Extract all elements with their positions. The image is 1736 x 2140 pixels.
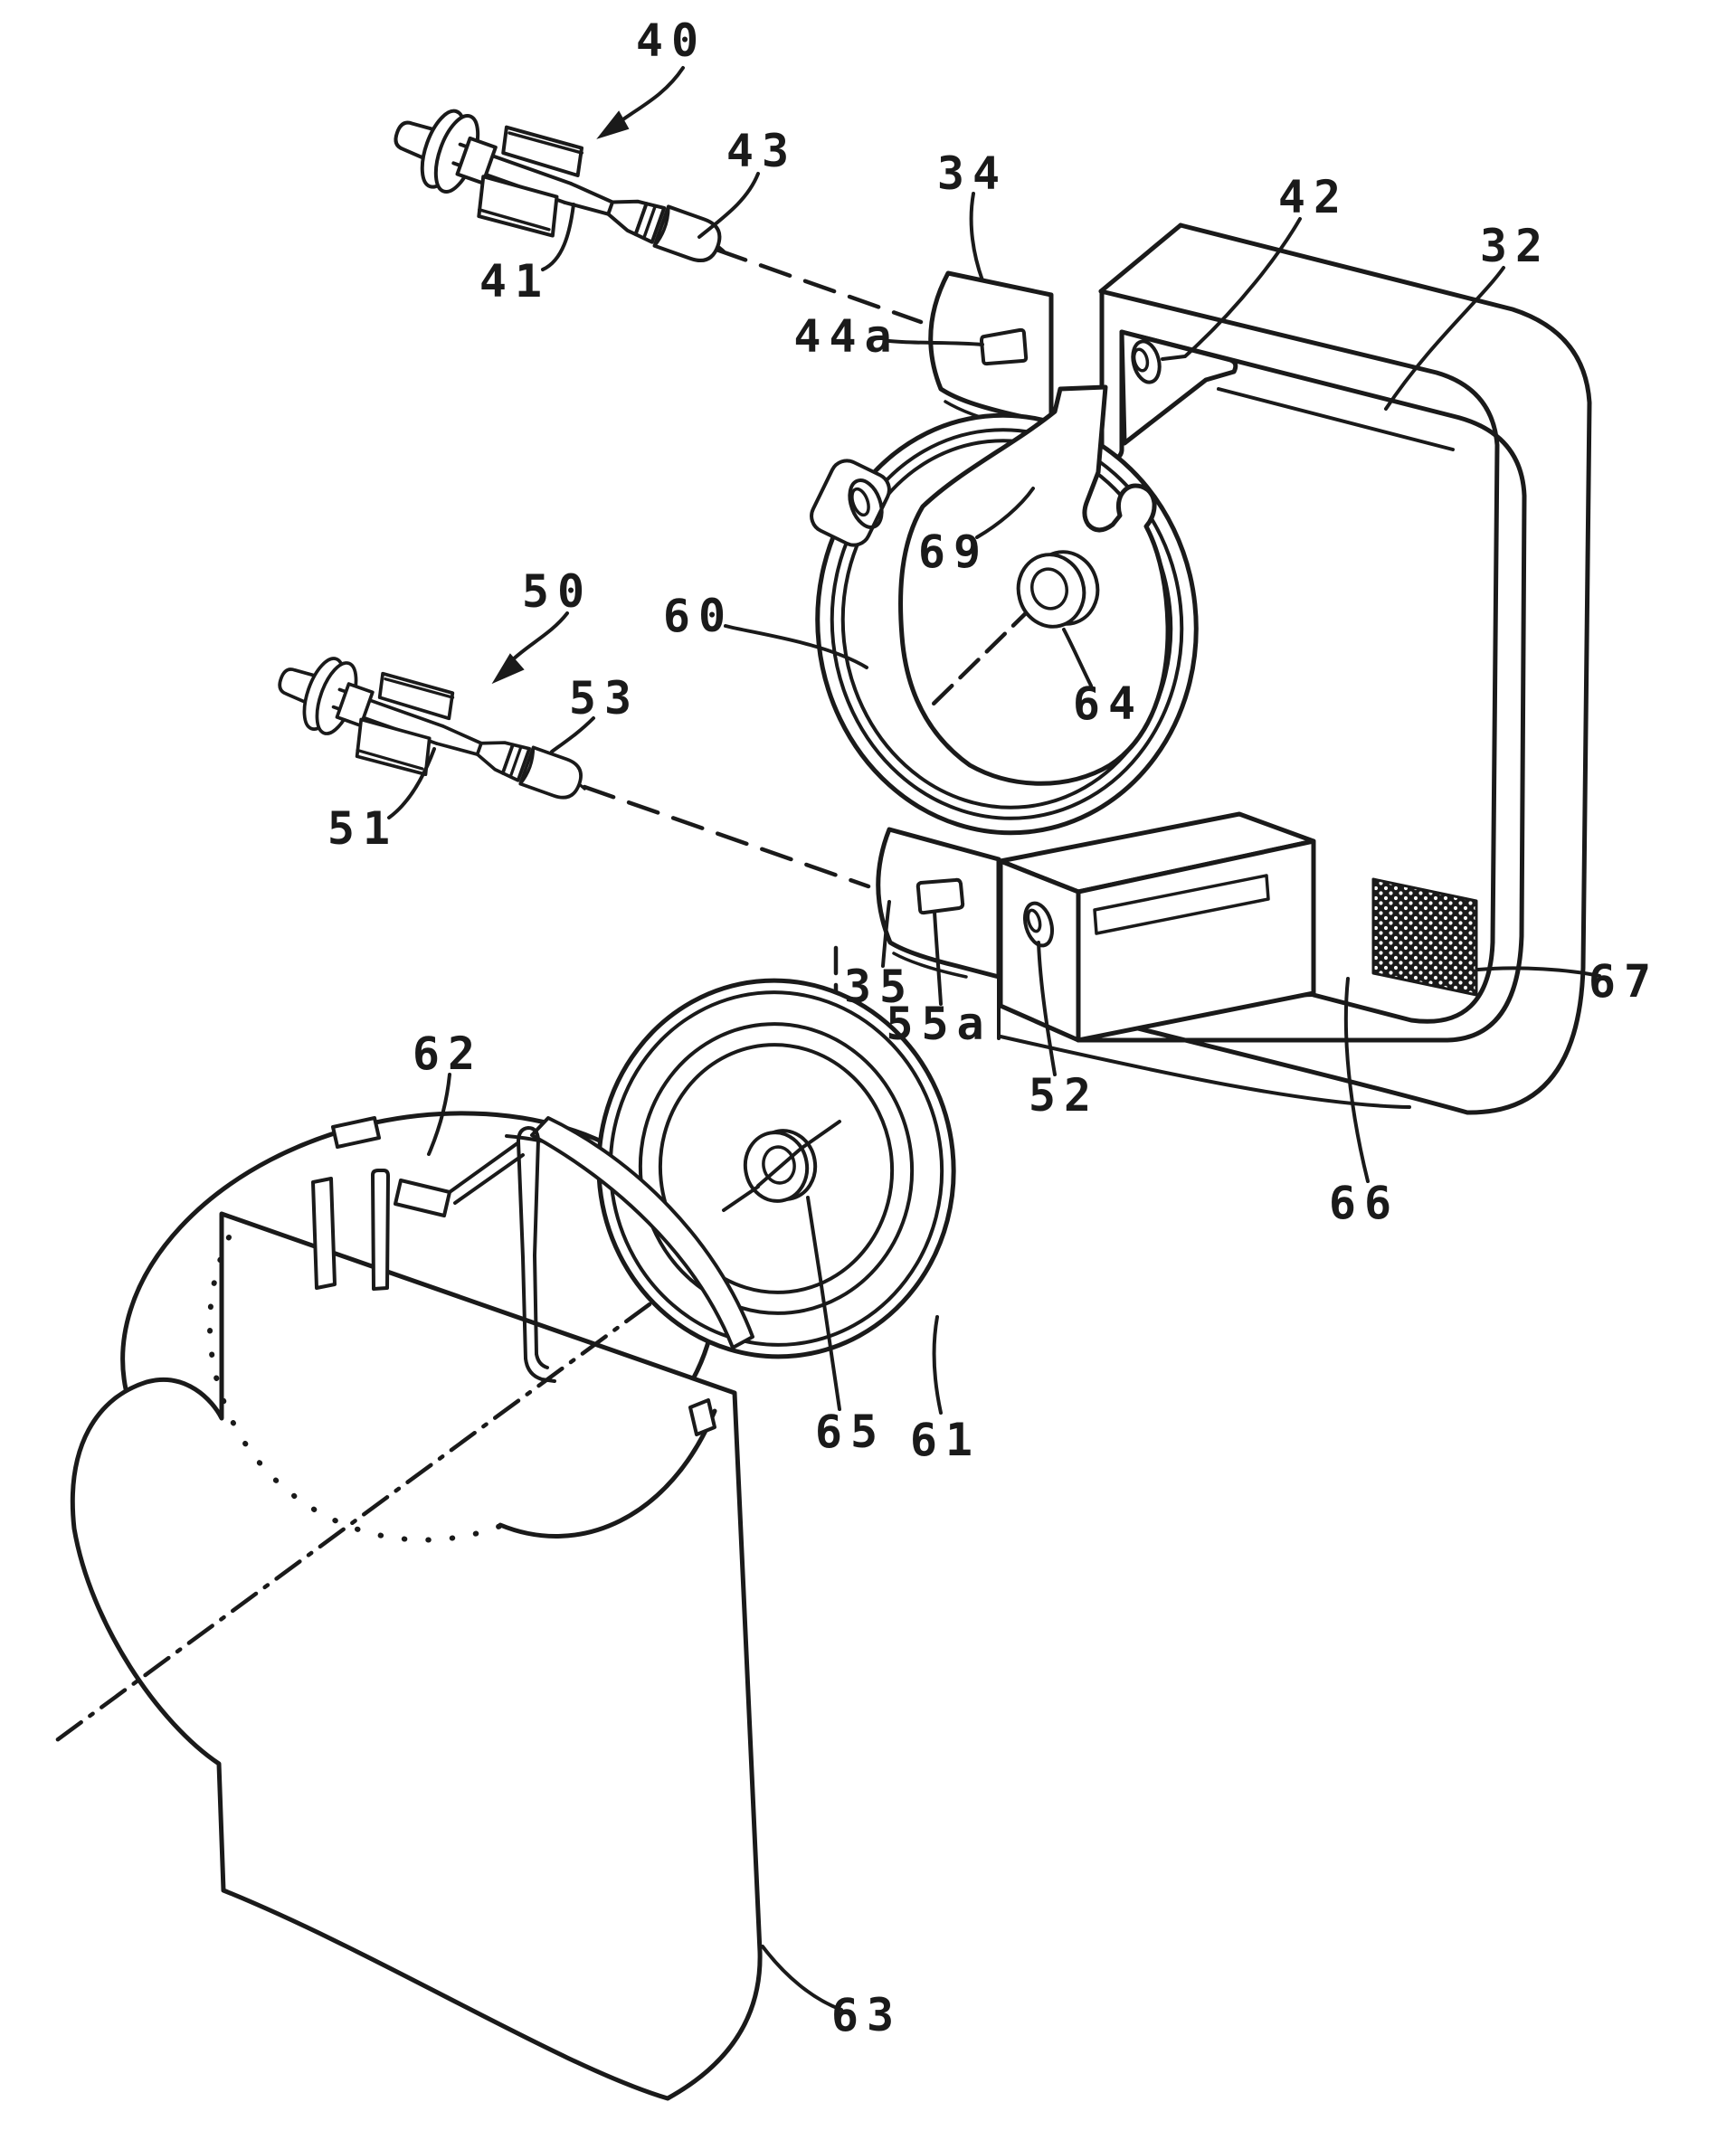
frame-inner-opening-edge	[1076, 329, 1527, 1043]
hub-64	[1016, 553, 1086, 629]
ref-label-53: 53	[569, 672, 640, 724]
clip-strap	[371, 1169, 390, 1291]
arrow-50	[491, 653, 525, 685]
frame-lower-rail	[999, 1035, 1411, 1109]
ref-label-42: 42	[1278, 171, 1349, 223]
axis-cable-50-to-tube-35	[582, 784, 871, 889]
ref-label-60: 60	[663, 590, 734, 642]
ref-label-40: 40	[636, 14, 707, 67]
axis-solid-segment-lower	[722, 1185, 760, 1212]
clip-pad	[394, 1179, 451, 1217]
ref-label-55a: 55a	[886, 998, 991, 1050]
frame-corner-edge	[1098, 223, 1183, 294]
pulley-60	[810, 384, 1199, 836]
cable-mount-box-66	[998, 811, 1316, 1043]
pawl-clip	[371, 1126, 556, 1383]
hidden-seat-arc	[206, 1235, 506, 1543]
frame-outer-edge	[1012, 223, 1592, 1115]
frame-inner-second-line	[1217, 387, 1455, 451]
arrow-40	[596, 110, 630, 139]
mount-slit-44	[1099, 289, 1124, 461]
ref-label-61: 61	[910, 1414, 981, 1466]
spring-band	[530, 1116, 754, 1349]
slot-44a	[980, 327, 1029, 366]
ref-label-41: 41	[479, 255, 550, 308]
ref-label-50: 50	[522, 565, 593, 618]
cable-end-assembly-50	[263, 635, 602, 834]
leader-lines	[387, 66, 1601, 2012]
cable-end-assembly-40	[377, 86, 743, 299]
drum-slot-tab	[311, 1177, 337, 1290]
ref-label-65: 65	[815, 1406, 886, 1458]
ref-label-34: 34	[937, 147, 1008, 200]
ref-label-67: 67	[1589, 955, 1659, 1008]
ref-label-51: 51	[327, 802, 398, 855]
ref-label-66: 66	[1329, 1177, 1399, 1229]
slot-55a	[915, 877, 965, 915]
guide-tube-34	[928, 270, 1054, 427]
friction-patch-67	[1371, 877, 1478, 997]
ref-label-52: 52	[1029, 1069, 1099, 1122]
ref-label-35: 35	[844, 961, 915, 1013]
ref-label-43: 43	[726, 125, 797, 177]
cable-hole-52	[1023, 901, 1054, 948]
hub-slot	[756, 1148, 802, 1188]
drum-side-tab	[688, 1398, 716, 1436]
clip-stem	[517, 1126, 540, 1360]
disc-61	[530, 978, 956, 1359]
ref-label-44a: 44a	[793, 310, 899, 363]
axis-cable-40-to-tube-34	[714, 247, 924, 325]
mount-plate-63	[70, 1211, 763, 2101]
drum-top-tab	[331, 1116, 381, 1149]
cable-hole-52-inner	[1026, 908, 1042, 933]
screw-boss	[1119, 329, 1238, 446]
frame-front-ridge	[1098, 289, 1500, 1024]
center-axis-line	[52, 1302, 652, 1745]
box-recess	[1093, 874, 1270, 935]
screw-hole-42-inner	[1132, 347, 1150, 373]
ref-label-62: 62	[413, 1027, 483, 1080]
axis-solid-segment-upper	[802, 1120, 841, 1149]
reference-labels: 40 43 41 34 42 32 44a 69 60 64 50 53 51 …	[327, 14, 1659, 2041]
lug-hole	[848, 478, 884, 529]
ref-label-69: 69	[918, 526, 989, 578]
screw-hole-42	[1131, 339, 1162, 384]
ref-label-63: 63	[831, 1989, 902, 2041]
ref-label-64: 64	[1073, 677, 1143, 730]
drum-62-front-arc	[498, 1408, 717, 1539]
frame-32	[999, 223, 1592, 1115]
pulley-axis-mark	[929, 605, 1034, 708]
clip-foot	[524, 1352, 556, 1383]
ref-label-32: 32	[1480, 220, 1551, 272]
assembly-axis-lines	[582, 247, 924, 889]
